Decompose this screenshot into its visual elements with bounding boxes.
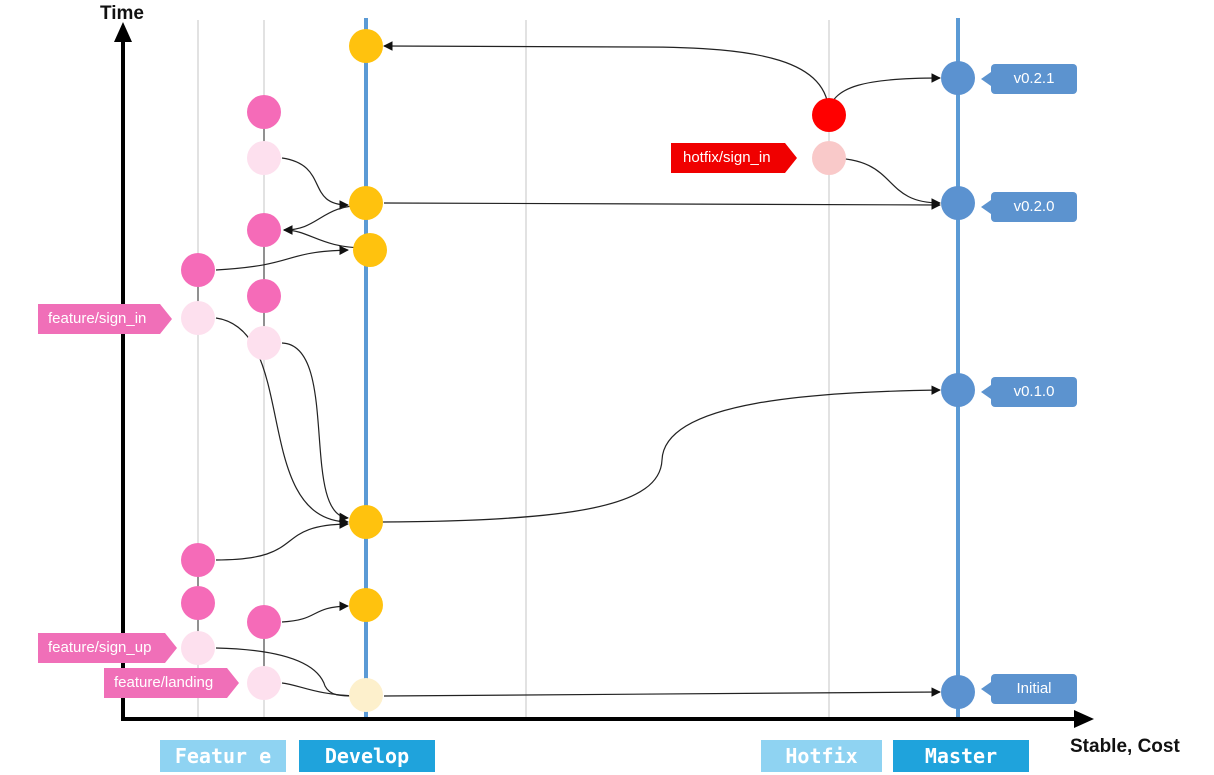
- connection-feature-landing-to-develop: [281, 601, 349, 623]
- connection-feature-landing-start-to-develop-start: [281, 682, 359, 697]
- connection-feature-sign-in-to-develop: [215, 245, 349, 271]
- version-tag-v020: v0.2.0: [981, 192, 1077, 222]
- feature-branch-start: [247, 141, 281, 175]
- version-tag-initial: Initial: [981, 674, 1077, 704]
- connection-feature-mid-to-develop: [281, 342, 349, 523]
- x-axis-arrowhead: [1074, 710, 1094, 728]
- feature-sign-in-label: feature/sign_in: [38, 304, 173, 334]
- feature-landing-start: [247, 666, 281, 700]
- hotfix-commits: [812, 98, 846, 175]
- feature-sign-up-start: [181, 631, 215, 665]
- axes: [114, 22, 1094, 728]
- feature-commit: [247, 605, 281, 639]
- feature-commit: [181, 543, 215, 577]
- master-commits: [941, 61, 975, 709]
- feature-commit: [247, 213, 281, 247]
- hotfix-sign-in-start: [812, 141, 846, 175]
- develop-commits: [349, 29, 387, 712]
- version-tag-v021: v0.2.1: [981, 64, 1077, 94]
- feature-commits: [181, 95, 281, 700]
- lane-label-feature: Featur e: [160, 740, 286, 772]
- feature-landing-label: feature/landing: [104, 668, 240, 698]
- connection-develop-start-to-master-initial: [383, 687, 941, 697]
- connection-hotfix-to-develop: [383, 41, 830, 116]
- master-commit: [941, 61, 975, 95]
- connection-develop-to-master-v020: [383, 200, 941, 210]
- feature-commit: [247, 279, 281, 313]
- lane-label-hotfix: Hotfix: [761, 740, 882, 772]
- hotfix-commit: [812, 98, 846, 132]
- hotfix-sign-in-label: hotfix/sign_in: [671, 143, 797, 173]
- develop-commit: [349, 505, 383, 539]
- master-commit: [941, 186, 975, 220]
- grid-lines: [197, 20, 830, 718]
- develop-commit: [349, 29, 383, 63]
- master-commit: [941, 373, 975, 407]
- feature-sign-in-start: [181, 301, 215, 335]
- lane-label-develop: Develop: [299, 740, 435, 772]
- feature-commit: [181, 586, 215, 620]
- feature-commit: [181, 253, 215, 287]
- y-axis-arrowhead: [114, 22, 132, 42]
- connection-feature-sign-up-to-develop: [215, 519, 349, 561]
- develop-commit: [353, 233, 387, 267]
- version-tag-v010: v0.1.0: [981, 377, 1077, 407]
- connection-feature-to-develop-a: [281, 157, 349, 210]
- connection-develop-to-master-v010: [365, 385, 941, 523]
- connection-feature-sign-in-start-to-develop: [215, 317, 349, 527]
- feature-commit: [247, 95, 281, 129]
- master-commit: [941, 675, 975, 709]
- feature-branch-start: [247, 326, 281, 360]
- connection-hotfix-start-to-master-v020: [828, 157, 941, 208]
- x-axis-title: Stable, Cost: [1070, 736, 1180, 757]
- connection-hotfix-to-master-v021: [828, 73, 941, 116]
- feature-sign-up-label: feature/sign_up: [38, 633, 178, 663]
- connections: [215, 41, 941, 697]
- lane-label-master: Master: [893, 740, 1029, 772]
- develop-commit: [349, 588, 383, 622]
- develop-start-commit: [349, 678, 383, 712]
- y-axis-title: Time: [100, 3, 145, 24]
- develop-commit: [349, 186, 383, 220]
